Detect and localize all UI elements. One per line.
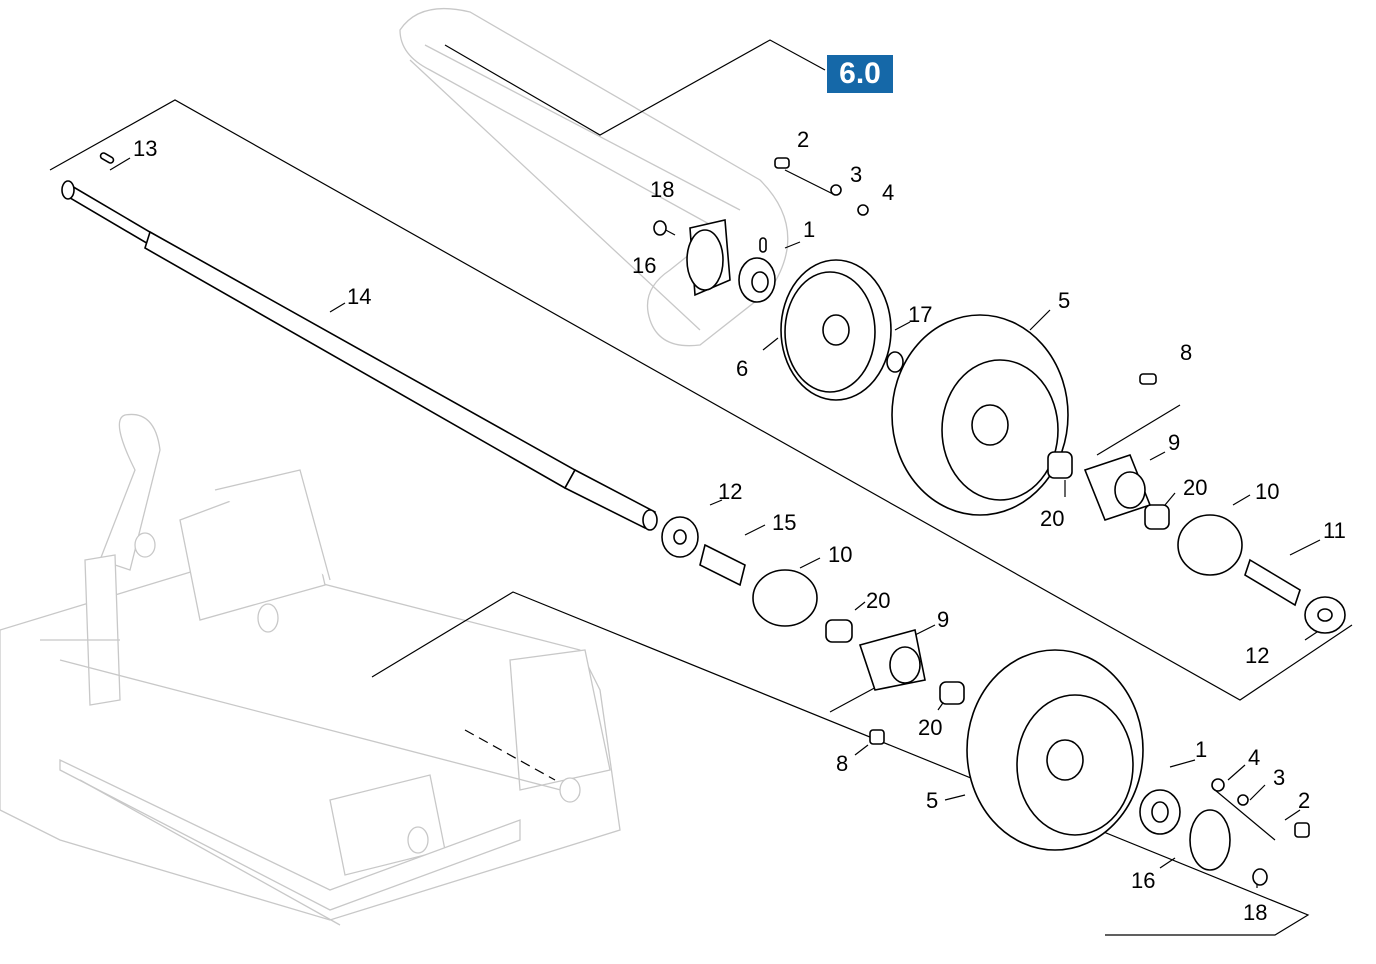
callout-4: 4 [882, 180, 894, 205]
callout-8: 8 [1180, 340, 1192, 365]
callout-3: 3 [1273, 765, 1285, 790]
callout-20: 20 [918, 715, 942, 740]
callout-17: 17 [908, 302, 932, 327]
upper-bearing-flange [653, 219, 776, 303]
callout-2: 2 [1298, 788, 1310, 813]
callout-2: 2 [797, 127, 809, 152]
callout-14: 14 [347, 284, 371, 309]
callout-1: 1 [1195, 737, 1207, 762]
callout-5: 5 [926, 788, 938, 813]
section-badge: 6.0 [827, 55, 893, 93]
callout-11: 11 [1323, 518, 1346, 543]
lower-parts [661, 516, 965, 745]
callout-1: 1 [803, 217, 815, 242]
callout-18: 18 [650, 177, 674, 202]
callout-3: 3 [850, 162, 862, 187]
callout-12: 12 [718, 479, 742, 504]
pulley [780, 259, 892, 401]
callout-6: 6 [736, 356, 748, 381]
callout-16: 16 [1131, 868, 1155, 893]
callout-20: 20 [866, 588, 890, 613]
callout-18: 18 [1243, 900, 1267, 925]
callout-16: 16 [632, 253, 656, 278]
upper-hub-parts [774, 157, 1346, 634]
callout-labels: 13 14 2 3 4 18 1 16 6 17 5 8 9 20 20 10 … [133, 127, 1346, 925]
mower-deck-background [0, 7, 789, 926]
callout-10: 10 [1255, 479, 1279, 504]
callout-4: 4 [1248, 745, 1260, 770]
callout-10: 10 [828, 542, 852, 567]
callout-9: 9 [937, 607, 949, 632]
callout-15: 15 [772, 510, 796, 535]
lower-wheel [966, 649, 1144, 851]
callout-20: 20 [1040, 506, 1064, 531]
lower-bearing-flange [1139, 778, 1310, 886]
callout-12: 12 [1245, 643, 1269, 668]
axle-shaft [61, 152, 658, 531]
upper-wheel [891, 314, 1069, 516]
callout-9: 9 [1168, 430, 1180, 455]
callout-20: 20 [1183, 475, 1207, 500]
leader-lines [49, 39, 1353, 936]
callout-13: 13 [133, 136, 157, 161]
callout-5: 5 [1058, 288, 1070, 313]
retaining-ring [886, 351, 904, 373]
callout-8: 8 [836, 751, 848, 776]
